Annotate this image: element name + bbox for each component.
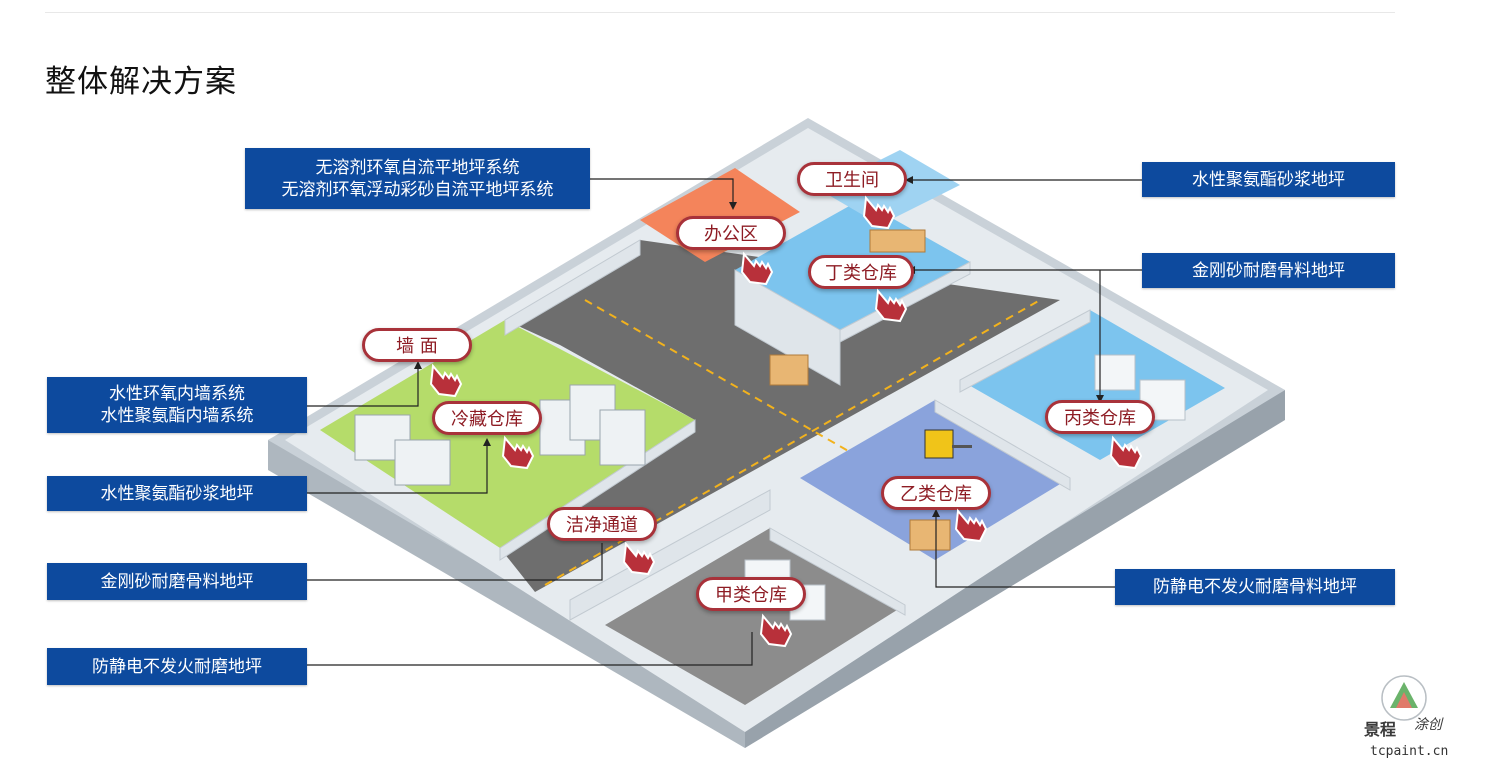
area-label-bing[interactable]: 丙类仓库	[1045, 400, 1155, 434]
arrow-head	[414, 361, 422, 369]
area-label-yi[interactable]: 乙类仓库	[881, 476, 991, 510]
pointer-hand-icon	[954, 508, 988, 543]
callout-epoxy-self-leveling: 无溶剂环氧自流平地坪系统 无溶剂环氧浮动彩砂自流平地坪系统	[245, 148, 590, 209]
callout-ding-floor: 金刚砂耐磨骨料地坪	[1142, 253, 1395, 288]
pointer-hand-icon	[759, 613, 793, 648]
wall-segment	[959, 309, 1091, 393]
pointer-hand-icon	[874, 288, 908, 323]
arrow-head	[932, 509, 940, 517]
road-corridor	[500, 240, 1060, 592]
connector-cold-floor	[307, 443, 488, 494]
area-label-passage[interactable]: 洁净通道	[547, 507, 657, 541]
building-base-side-right	[745, 390, 1285, 748]
callout-toilet-floor: 水性聚氨酯砂浆地坪	[1142, 162, 1395, 197]
wall-segment	[769, 527, 906, 616]
connector-passage	[307, 543, 603, 581]
area-label-jia[interactable]: 甲类仓库	[696, 577, 806, 611]
area-label-cold[interactable]: 冷藏仓库	[432, 401, 542, 435]
cold-storage-shelves	[354, 384, 646, 486]
arrow-head	[1096, 395, 1104, 403]
callout-line: 金刚砂耐磨骨料地坪	[100, 571, 254, 592]
watermark: 景程 涂创 tcpaint.cn	[1362, 672, 1462, 762]
connector-wall	[307, 366, 419, 407]
wall-segment	[569, 489, 771, 621]
callout-cold-floor: 水性聚氨酯砂浆地坪	[47, 476, 307, 511]
wall-segment	[504, 239, 641, 336]
brand-name: 景程	[1364, 722, 1397, 739]
building-base-side-left	[268, 440, 745, 748]
wall-segment	[734, 269, 841, 386]
callout-line: 水性环氧内墙系统	[109, 384, 245, 404]
brand-script: 涂创	[1414, 718, 1442, 733]
pointer-hand-icon	[429, 363, 463, 398]
area-label-wall[interactable]: 墙 面	[362, 328, 472, 362]
callout-passage-floor: 金刚砂耐磨骨料地坪	[47, 563, 307, 600]
callout-line: 无溶剂环氧浮动彩砂自流平地坪系统	[281, 179, 554, 200]
callout-wall-system: 水性环氧内墙系统 水性聚氨酯内墙系统	[47, 377, 307, 433]
callout-line: 水性聚氨酯内墙系统	[100, 406, 254, 426]
arrow-head	[905, 176, 913, 184]
pointer-hand-icon	[501, 435, 535, 470]
callout-line: 防静电不发火耐磨地坪	[92, 656, 262, 677]
callout-line: 水性聚氨酯砂浆地坪	[1192, 169, 1345, 190]
callout-line: 防静电不发火耐磨骨料地坪	[1153, 577, 1357, 597]
arrow-head	[483, 438, 491, 446]
forklift	[924, 429, 972, 459]
area-label-ding[interactable]: 丁类仓库	[808, 255, 914, 289]
area-label-toilet[interactable]: 卫生间	[797, 162, 907, 196]
brand-logo-icon	[1381, 675, 1427, 721]
callout-line: 无溶剂环氧自流平地坪系统	[315, 157, 520, 178]
callout-class-a-floor: 防静电不发火耐磨地坪	[47, 648, 307, 685]
callout-line: 水性聚氨酯砂浆地坪	[100, 483, 254, 504]
area-label-office[interactable]: 办公区	[676, 216, 786, 250]
callout-line: 金刚砂耐磨骨料地坪	[1192, 260, 1345, 281]
callout-yi-floor: 防静电不发火耐磨骨料地坪	[1115, 569, 1395, 605]
connector-class-a	[307, 632, 753, 666]
pointer-hand-icon	[622, 541, 656, 576]
road-line-b	[544, 299, 1041, 586]
road-line-a	[584, 299, 851, 453]
connector-yi	[935, 514, 1115, 588]
wall-segment	[934, 399, 1071, 491]
pointer-hand-icon	[862, 195, 896, 230]
pointer-hand-icon	[1109, 435, 1143, 470]
top-divider	[45, 12, 1395, 13]
brand-url: tcpaint.cn	[1370, 744, 1449, 759]
cargo-boxes	[769, 229, 951, 551]
connector-top-left	[590, 178, 734, 205]
arrow-head	[729, 202, 737, 210]
pointer-hand-icon	[740, 251, 774, 286]
page-title: 整体解决方案	[45, 64, 237, 100]
